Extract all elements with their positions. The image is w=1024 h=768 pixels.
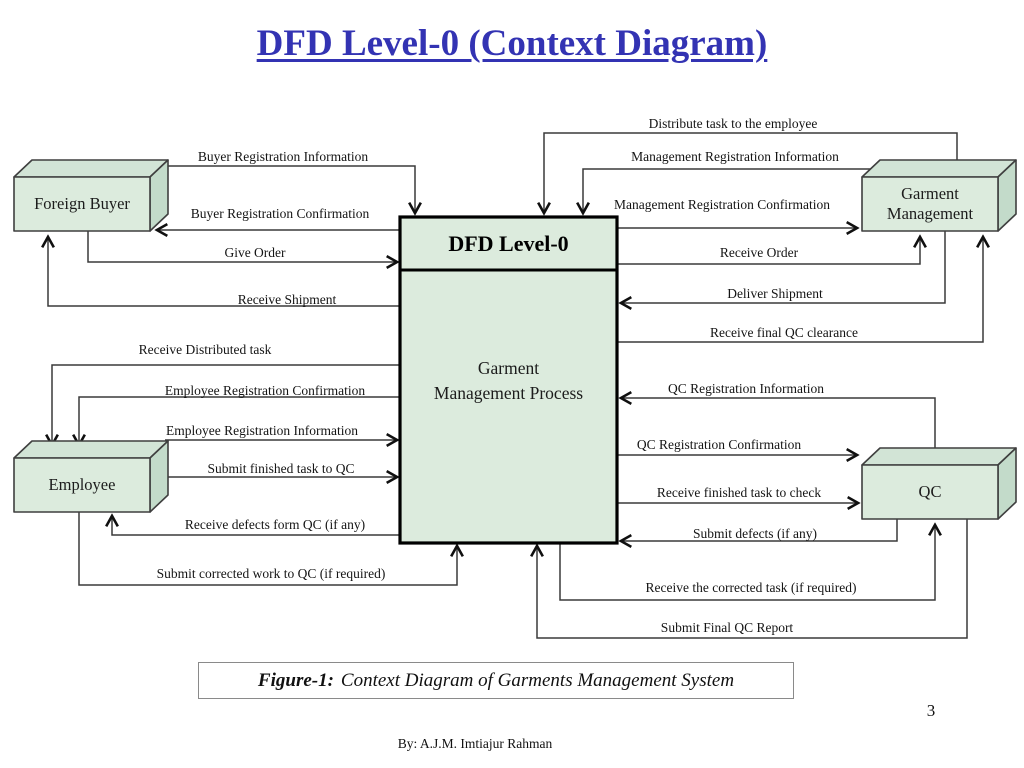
flow-label: Receive defects form QC (if any) (184, 517, 366, 532)
flow-arrow-receive-distributed-task (52, 364, 400, 444)
author-credit: By: A.J.M. Imtiajur Rahman (397, 736, 553, 751)
flow-arrow-qc-registration-information (622, 398, 936, 450)
flow-label: Receive Order (719, 245, 799, 260)
figure-caption: Figure-1: Context Diagram of Garments Ma… (198, 662, 794, 699)
flow-arrow-receive-corrected-task (559, 526, 935, 601)
flow-arrow-receive-final-qc-clearance (617, 238, 983, 343)
flow-label: Submit corrected work to QC (if required… (156, 566, 386, 581)
flow-label: Receive the corrected task (if required) (645, 580, 857, 595)
qc-box-top (861, 447, 1017, 466)
garment-management-box (861, 159, 1017, 232)
foreign-buyer-box-top (13, 159, 169, 178)
garment-management-box-top (861, 159, 1017, 178)
flow-label: Submit defects (if any) (692, 526, 818, 541)
entity-label-employee: Employee (48, 475, 116, 495)
flow-label: Management Registration Information (631, 149, 839, 164)
flow-arrow-give-order (87, 231, 396, 262)
flow-arrows (48, 132, 983, 639)
flow-label: Employee Registration Information (166, 423, 358, 438)
figure-caption-text: Context Diagram of Garments Management S… (340, 669, 735, 691)
foreign-buyer-box-front (13, 176, 151, 232)
flow-label: Receive Distributed task (138, 342, 272, 357)
figure-caption-prefix: Figure-1: (257, 669, 334, 691)
flow-label: Buyer Registration Information (197, 149, 369, 164)
flow-label: Deliver Shipment (727, 286, 823, 301)
process-title: DFD Level-0 (448, 230, 569, 256)
process-name-line2: Management Process (433, 383, 584, 404)
flow-label: Distribute task to the employee (648, 116, 818, 131)
flow-arrow-submit-corrected-work (78, 512, 457, 586)
flow-label: Receive finished task to check (656, 485, 822, 500)
entity-label-foreign-buyer: Foreign Buyer (34, 194, 130, 214)
flow-arrow-submit-final-qc-report (537, 519, 968, 639)
process-name: Garment Management Process (400, 356, 617, 407)
flow-label: Buyer Registration Confirmation (190, 206, 370, 221)
process-box (398, 215, 619, 545)
qc-box-front (861, 464, 999, 520)
flow-arrow-buyer-registration-information (168, 165, 415, 212)
flow-label: Submit finished task to QC (207, 461, 355, 476)
flow-label: Employee Registration Confirmation (164, 383, 366, 398)
flow-label: QC Registration Confirmation (636, 437, 802, 452)
entity-label-garment-management: Garment Management (886, 184, 974, 223)
flow-arrow-submit-defects (622, 519, 898, 541)
flow-arrow-receive-shipment (48, 238, 400, 307)
process-name-line1: Garment (477, 358, 540, 378)
flow-arrow-receive-order (617, 238, 920, 265)
employee-box-front (13, 457, 151, 513)
flow-arrow-management-registration-information (583, 168, 872, 212)
flow-arrow-receive-defects (112, 517, 400, 536)
garment-management-box-front (861, 176, 999, 232)
foreign-buyer-box (13, 159, 169, 232)
entity-label-qc: QC (918, 482, 942, 502)
flow-label: Management Registration Confirmation (614, 197, 830, 212)
page-title: DFD Level-0 (Context Diagram) (256, 23, 768, 64)
qc-box (861, 447, 1017, 520)
flow-arrow-deliver-shipment (622, 231, 946, 303)
flow-label: Receive final QC clearance (709, 325, 859, 340)
page-number: 3 (926, 701, 936, 720)
flow-label: Give Order (224, 245, 286, 260)
employee-box-top (13, 440, 169, 459)
flow-arrow-employee-registration-confirmation (79, 396, 400, 444)
flow-label: Receive Shipment (237, 292, 337, 307)
employee-box (13, 440, 169, 513)
flow-arrow-distribute-task (544, 132, 958, 212)
flow-label: Submit Final QC Report (660, 620, 794, 635)
flow-label: QC Registration Information (668, 381, 824, 396)
